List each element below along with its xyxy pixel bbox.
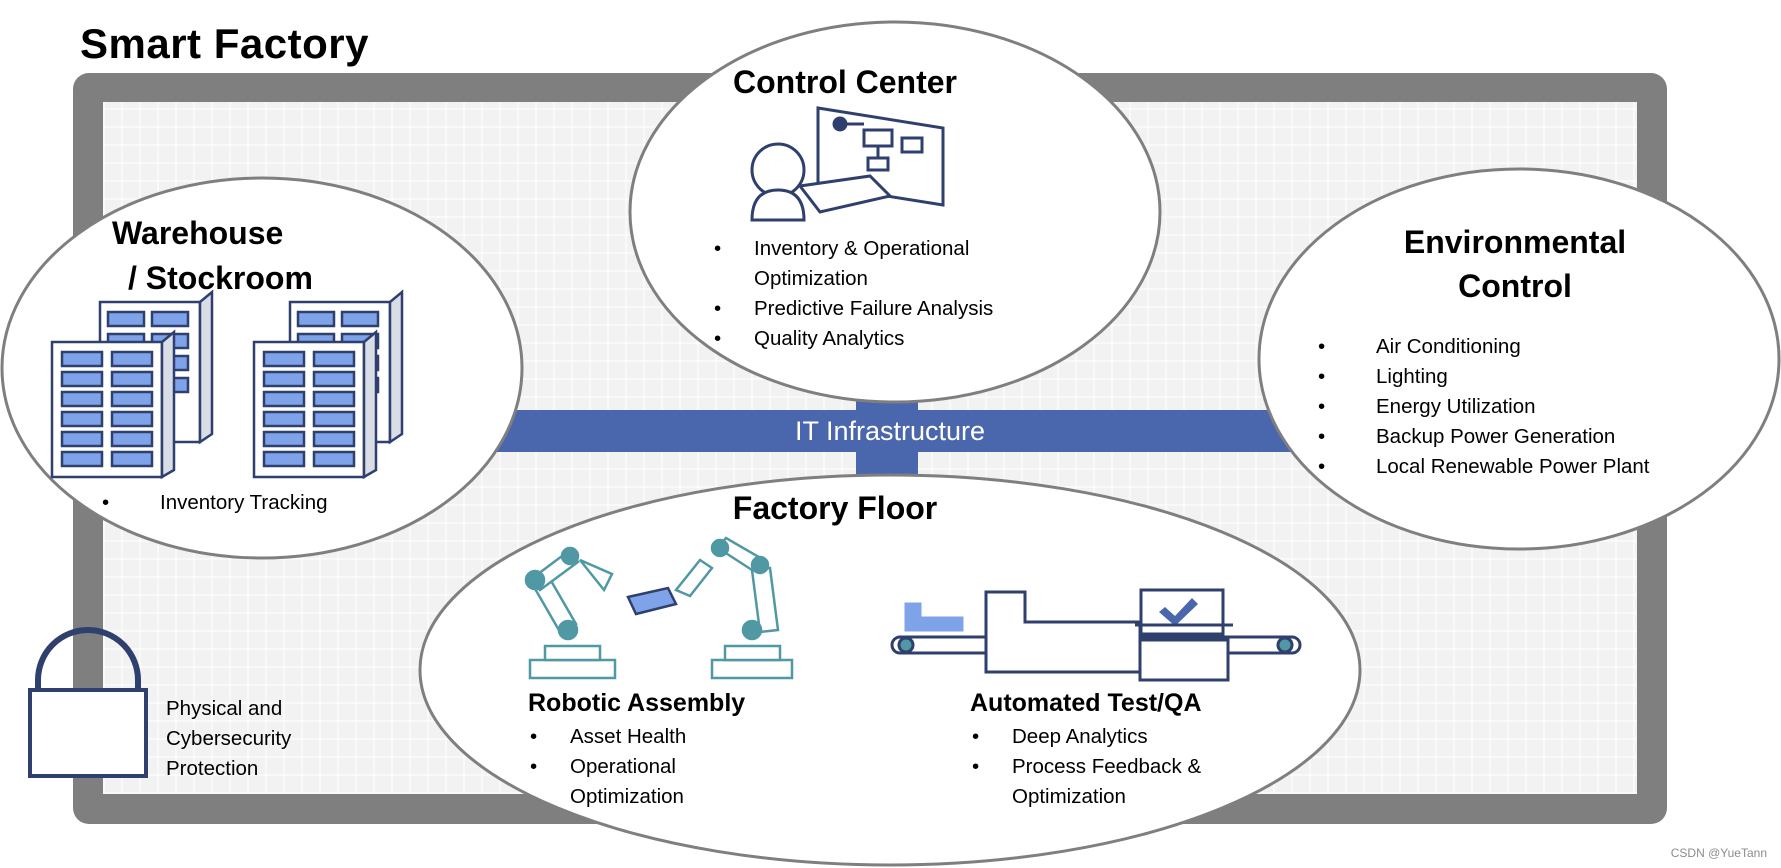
list-item: Process Feedback & Optimization — [972, 752, 1242, 812]
list-item: Predictive Failure Analysis — [714, 294, 1034, 324]
robot-arm-icon — [524, 536, 794, 680]
watermark: CSDN @YueTann — [1670, 846, 1767, 860]
storage-rack-icon — [50, 289, 404, 480]
conveyor-checkmark-icon — [890, 588, 1302, 682]
list-item: Lighting — [1318, 362, 1650, 392]
environmental-title-line1: Environmental — [1403, 224, 1627, 260]
it-infrastructure-bar — [470, 385, 1320, 481]
control-center-title: Control Center — [733, 64, 957, 100]
automated-test-list: Deep Analytics Process Feedback & Optimi… — [972, 722, 1232, 812]
control-center-list: Inventory & Operational Optimization Pre… — [714, 234, 1034, 354]
list-item: Inventory Tracking — [102, 488, 328, 518]
list-item: Backup Power Generation — [1318, 422, 1650, 452]
diagram-title: Smart Factory — [80, 20, 369, 67]
warehouse-title-line1: Warehouse — [112, 215, 284, 251]
robotic-assembly-list: Asset Health Operational Optimization — [530, 722, 730, 812]
security-label: Physical and Cybersecurity Protection — [166, 694, 291, 784]
list-item: Inventory & Operational Optimization — [714, 234, 1024, 294]
robotic-assembly-title: Robotic Assembly — [528, 689, 746, 717]
warehouse-title-line2: / Stockroom — [128, 260, 313, 296]
environmental-list: Air Conditioning Lighting Energy Utiliza… — [1318, 332, 1650, 482]
security-line2: Cybersecurity — [166, 727, 292, 750]
list-item: Local Renewable Power Plant — [1318, 452, 1650, 482]
padlock-icon — [28, 627, 148, 778]
automated-test-title: Automated Test/QA — [970, 689, 1202, 717]
list-item: Air Conditioning — [1318, 332, 1650, 362]
list-item: Energy Utilization — [1318, 392, 1650, 422]
environmental-title-line2: Control — [1458, 268, 1572, 304]
security-line1: Physical and — [166, 697, 283, 720]
list-item: Quality Analytics — [714, 324, 1034, 354]
it-infrastructure-label: IT Infrastructure — [794, 416, 986, 446]
operator-console-icon — [750, 106, 945, 222]
security-line3: Protection — [166, 757, 259, 780]
list-item: Deep Analytics — [972, 722, 1232, 752]
list-item: Operational Optimization — [530, 752, 700, 812]
warehouse-list: Inventory Tracking — [102, 488, 328, 518]
list-item: Asset Health — [530, 722, 730, 752]
factory-floor-title: Factory Floor — [732, 490, 938, 526]
